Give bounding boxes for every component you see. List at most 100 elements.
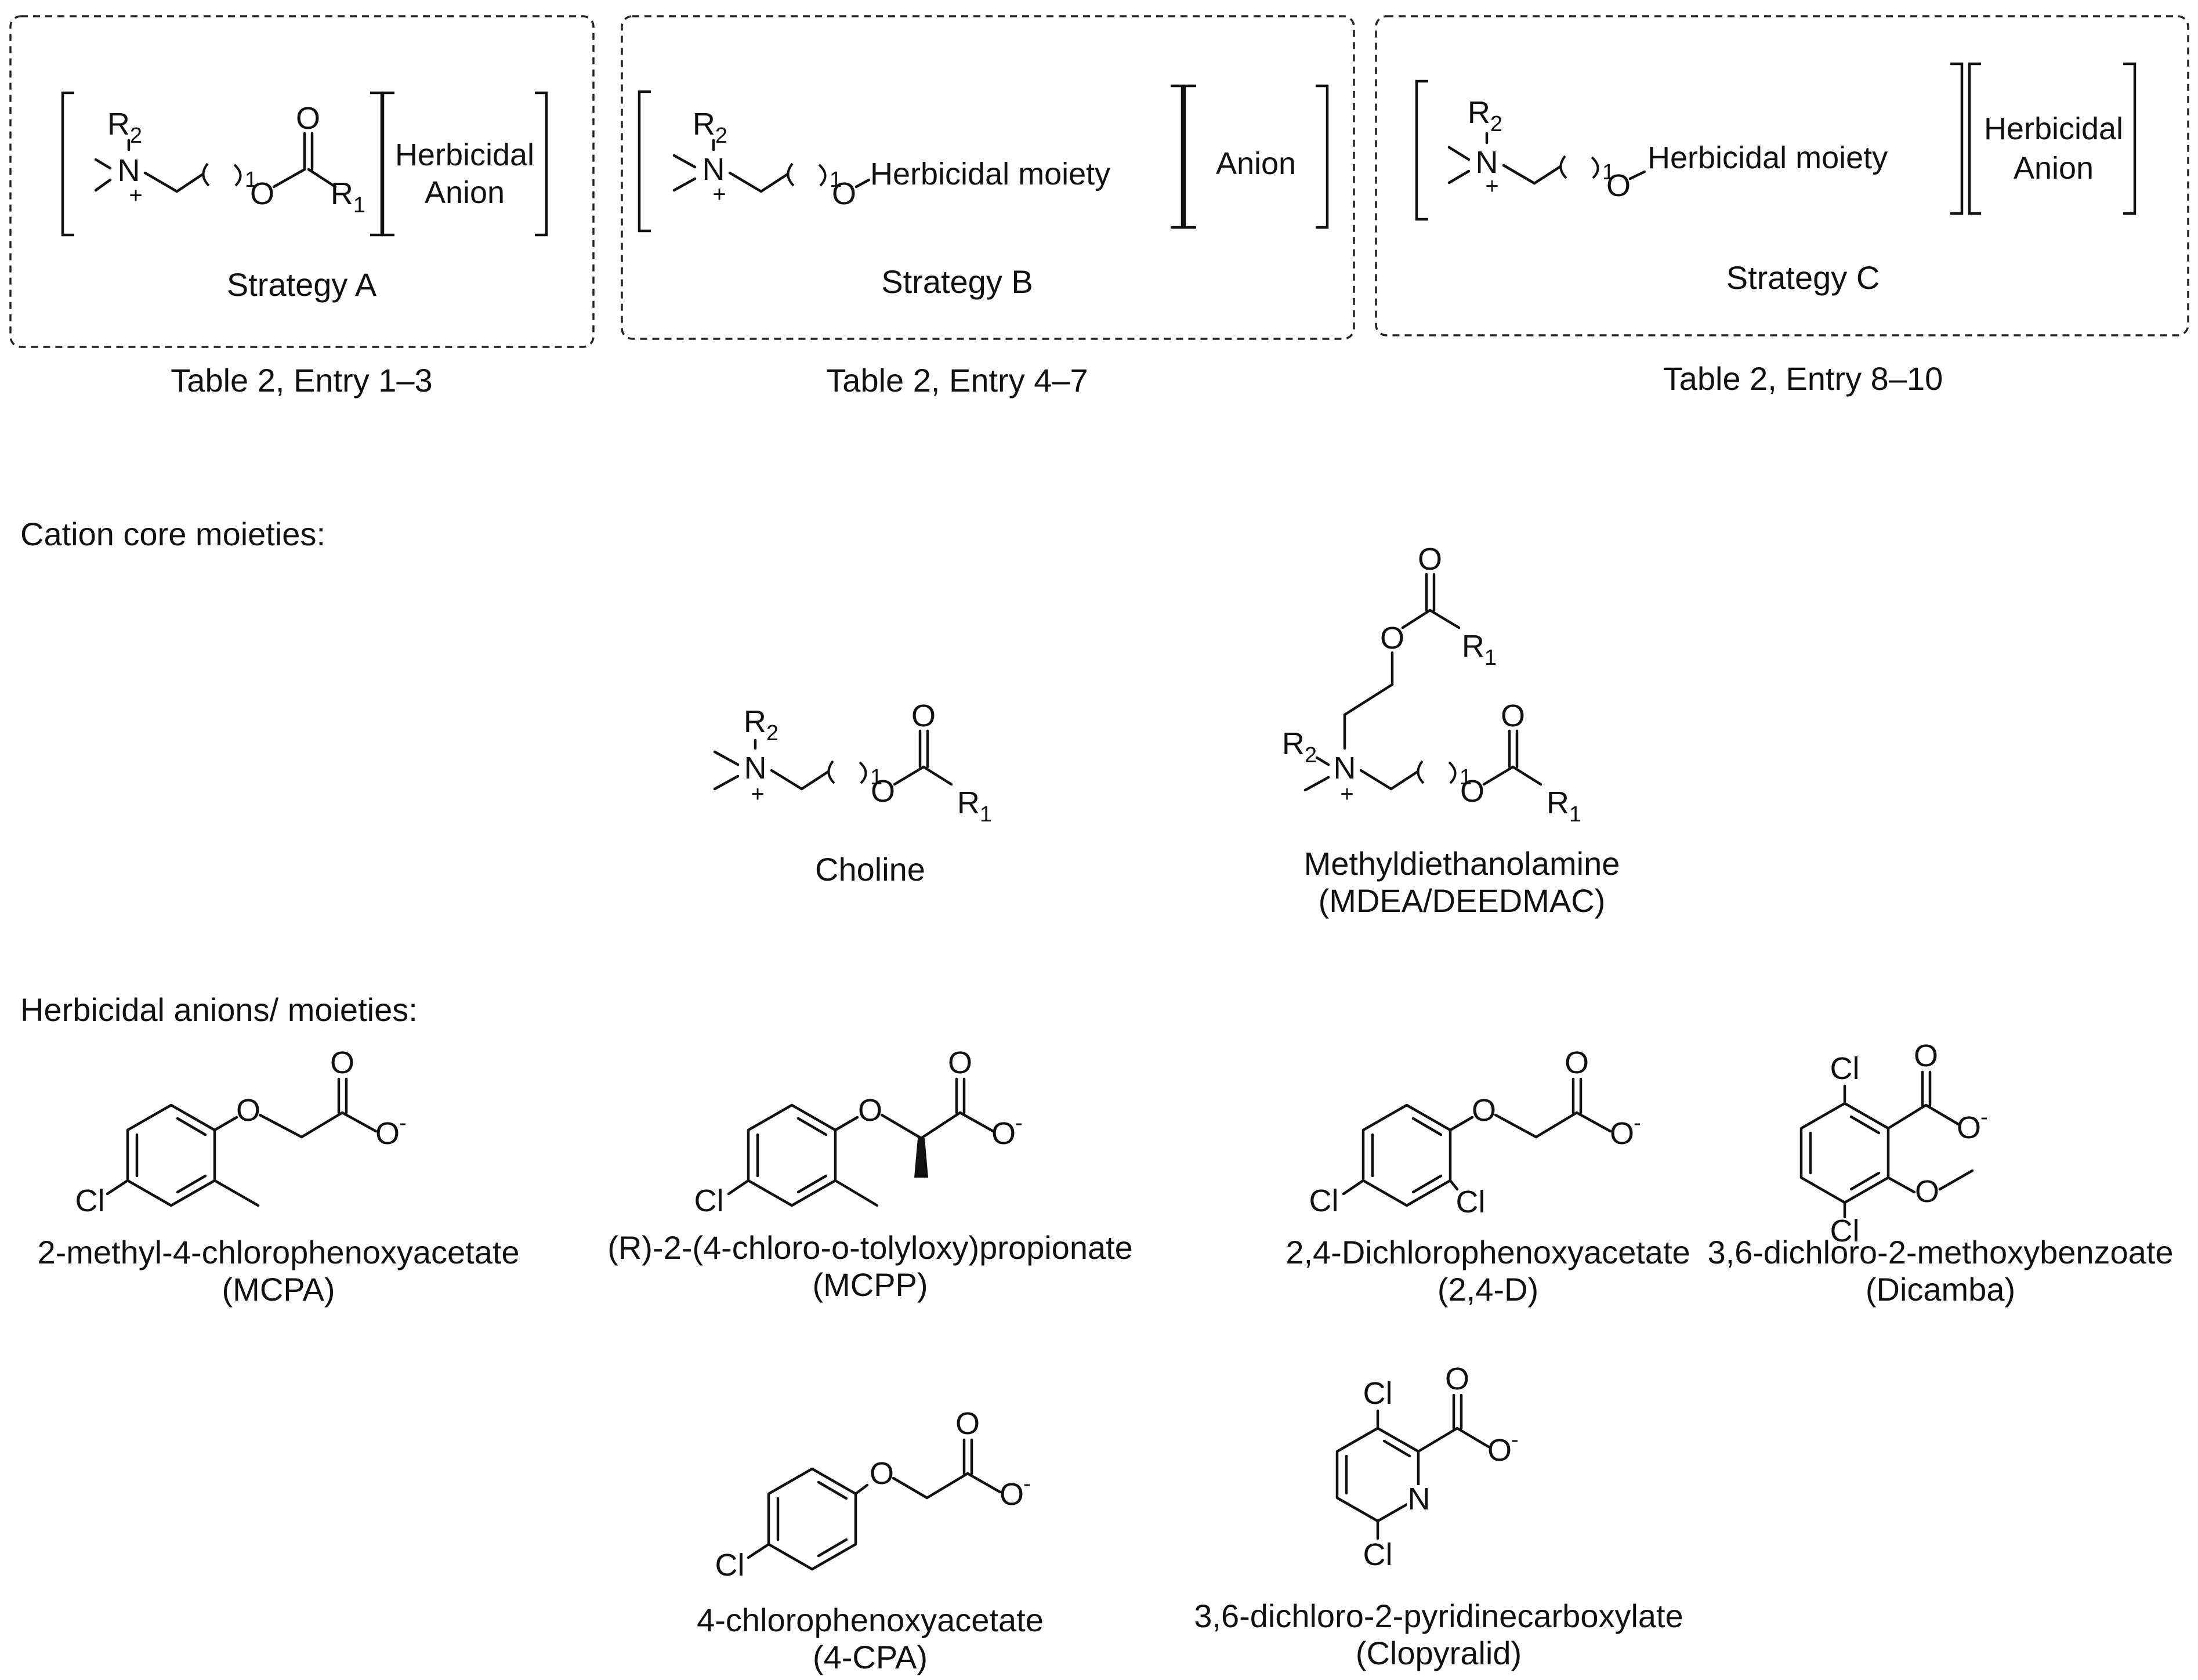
ether-oxygen: O [1472, 1093, 1496, 1128]
mcpa-structure: O O O - Cl [75, 1045, 407, 1218]
positive-charge: + [1485, 173, 1498, 199]
r2-group: R2 [107, 107, 142, 148]
cation-section-title: Cation core moieties: [20, 516, 325, 552]
lower-r1-group: R1 [1547, 785, 1581, 827]
nitrogen-atom: N [1334, 751, 1356, 785]
anion-label-line1: Herbicidal [395, 137, 534, 172]
mdea-abbreviation: (MDEA/DEEDMAC) [1319, 882, 1606, 919]
repeat-count: 1 [1602, 160, 1614, 184]
strategy-c-panel: N + R2 1 O Herbicidal moiety Herbicidal … [1375, 15, 2189, 336]
r2-group: R2 [1468, 95, 1502, 136]
r2-group: R2 [744, 704, 778, 745]
r2-group: R2 [693, 107, 727, 148]
upper-r1-group: R1 [1462, 629, 1497, 670]
nitrogen-mask [1407, 1485, 1432, 1513]
strategy-a-box [9, 15, 595, 348]
ether-oxygen: O [236, 1093, 260, 1128]
anion-label-line1: Herbicidal [1984, 111, 2123, 146]
chlorine-atom: Cl [694, 1183, 724, 1218]
strategy-b-caption: Strategy B [881, 263, 1033, 300]
strategy-b-box [621, 15, 1355, 340]
carboxylate-oxygen: O [1000, 1477, 1024, 1512]
anion-label-line2: Anion [2014, 151, 2094, 186]
herbicidal-section-title: Herbicidal anions/ moieties: [20, 991, 418, 1028]
choline-name: Choline [815, 851, 925, 888]
clopyralid-structure: Cl N Cl O O - [1335, 1362, 1519, 1572]
ether-oxygen: O [858, 1093, 882, 1128]
strategy-b-table-ref: Table 2, Entry 4–7 [826, 362, 1088, 399]
methoxy-oxygen: O [1915, 1174, 1939, 1209]
repeat-count: 1 [1460, 765, 1472, 790]
negative-charge: - [1511, 1428, 1519, 1452]
mdea-structure: N + R2 O O R1 1 O O R1 [1282, 542, 1581, 827]
carboxylate-oxygen: O [1610, 1116, 1634, 1151]
strategy-a-table-ref: Table 2, Entry 1–3 [171, 362, 432, 399]
nitrogen-atom: N [1476, 145, 1498, 180]
nitrogen-atom: N [744, 751, 767, 785]
strategy-b-cation-structure: N + R2 1 O Herbicidal moiety [638, 84, 1184, 233]
carboxylate-oxygen: O [991, 1116, 1016, 1151]
clopyralid-abbreviation: (Clopyralid) [1356, 1635, 1522, 1671]
ether-oxygen: O [1606, 168, 1631, 203]
upper-ester-oxygen: O [1380, 621, 1404, 656]
carboxylate-oxygen: O [375, 1116, 400, 1151]
pyridine-nitrogen: N [1408, 1482, 1431, 1516]
carbonyl-oxygen: O [1445, 1362, 1469, 1396]
carboxylate-oxygen: O [1957, 1110, 1981, 1145]
nitrogen-atom: N [703, 152, 725, 187]
strategy-a-panel: N + R2 1 O O R1 Herbicidal Anion Strateg… [9, 15, 595, 348]
24d-structure: O O O - Cl Cl [1309, 1045, 1641, 1219]
negative-charge: - [1023, 1472, 1031, 1496]
repeat-count: 1 [245, 168, 257, 192]
strategy-c-box [1375, 15, 2189, 336]
herbicidal-moiety-label: Herbicidal moiety [1647, 140, 1888, 175]
chlorine-atom-3: Cl [1363, 1376, 1393, 1411]
lower-ester-oxygen: O [1460, 774, 1484, 809]
anion-label: Anion [1216, 146, 1296, 181]
ether-oxygen: O [870, 1456, 894, 1491]
positive-charge: + [712, 182, 726, 207]
carbonyl-oxygen: O [955, 1406, 980, 1441]
negative-charge: - [1015, 1111, 1023, 1135]
herbicidal-moiety-label: Herbicidal moiety [870, 157, 1110, 191]
negative-charge: - [1980, 1105, 1988, 1129]
repeat-count: 1 [830, 168, 842, 192]
carbonyl-oxygen: O [1565, 1045, 1589, 1080]
4cpa-name: 4-chlorophenoxyacetate [697, 1602, 1044, 1638]
nitrogen-atom: N [118, 153, 140, 188]
r1-group: R1 [957, 785, 992, 827]
strategy-a-anion: Herbicidal Anion [381, 91, 548, 237]
strategy-c-cation-structure: N + R2 1 O Herbicidal moiety [1415, 62, 1964, 221]
ester-oxygen: O [250, 176, 274, 211]
carbonyl-oxygen: O [948, 1045, 972, 1080]
mcpp-abbreviation: (MCPP) [812, 1266, 928, 1303]
lower-carbonyl-oxygen: O [1501, 698, 1525, 733]
negative-charge: - [1634, 1111, 1641, 1135]
dicamba-name: 3,6-dichloro-2-methoxybenzoate [1707, 1234, 2173, 1270]
strategy-a-cation-structure: N + R2 1 O O R1 [61, 91, 383, 237]
24d-name: 2,4-Dichlorophenoxyacetate [1286, 1234, 1690, 1270]
mcpa-name: 2-methyl-4-chlorophenoxyacetate [37, 1234, 519, 1270]
strategy-b-panel: N + R2 1 O Herbicidal moiety Anion Strat… [621, 15, 1355, 340]
strategy-a-caption: Strategy A [227, 266, 377, 303]
wedge-methyl-bond [914, 1138, 928, 1178]
mcpp-structure: O O O - Cl [694, 1045, 1023, 1218]
4cpa-structure: O O O - Cl [715, 1406, 1031, 1583]
chlorine-atom-4: Cl [1309, 1183, 1339, 1218]
carbonyl-oxygen: O [330, 1045, 354, 1080]
r2-group: R2 [1282, 726, 1317, 767]
strategy-c-caption: Strategy C [1726, 259, 1880, 296]
24d-abbreviation: (2,4-D) [1437, 1271, 1538, 1308]
r1-group: R1 [331, 176, 365, 218]
strategy-c-table-ref: Table 2, Entry 8–10 [1663, 360, 1943, 397]
carbonyl-oxygen: O [1914, 1038, 1938, 1073]
mdea-name: Methyldiethanolamine [1304, 845, 1620, 882]
repeat-count: 1 [870, 765, 882, 790]
4cpa-abbreviation: (4-CPA) [813, 1639, 928, 1675]
choline-structure: N + R2 1 O O R1 [713, 698, 992, 827]
upper-carbonyl-oxygen: O [1418, 542, 1442, 577]
carbonyl-oxygen: O [911, 698, 936, 733]
positive-charge: + [1340, 781, 1353, 807]
clopyralid-name: 3,6-dichloro-2-pyridinecarboxylate [1194, 1598, 1683, 1634]
